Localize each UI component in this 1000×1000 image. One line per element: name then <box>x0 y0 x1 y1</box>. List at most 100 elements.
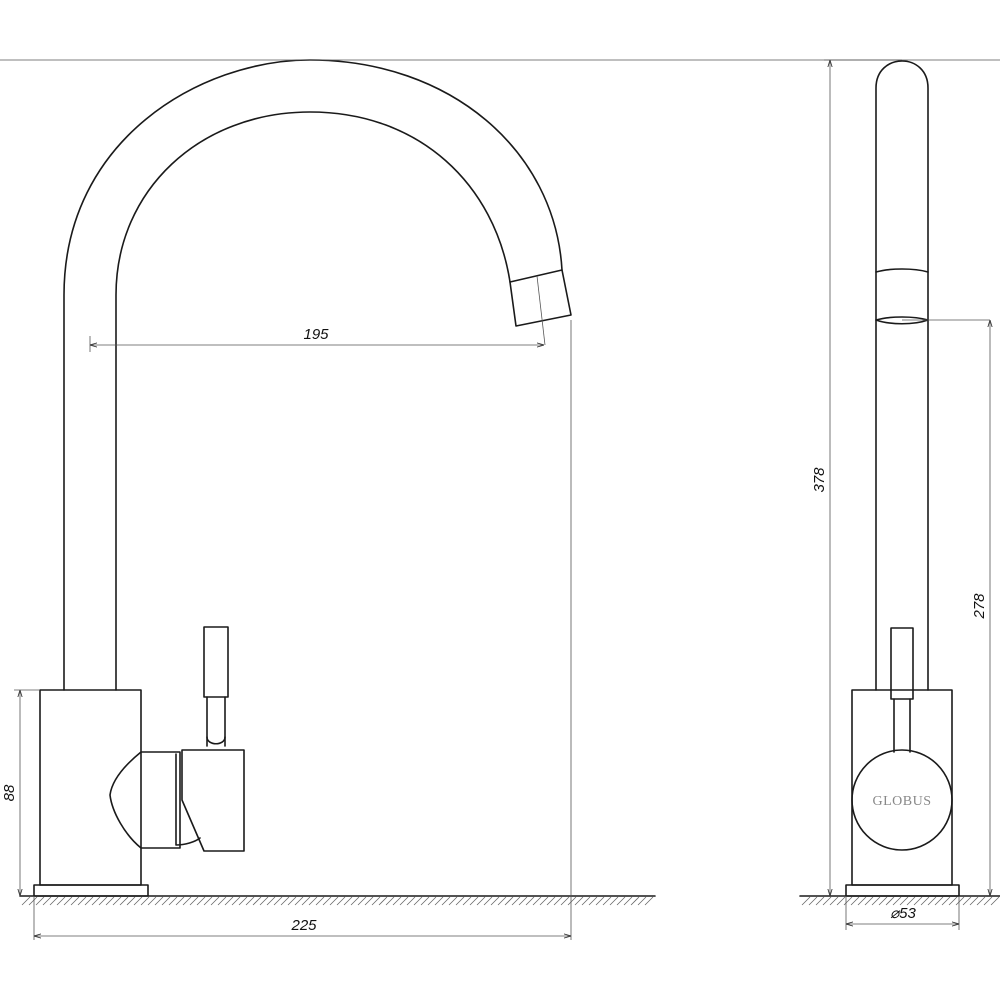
hatch-stroke <box>969 896 979 906</box>
hatch-stroke <box>49 896 59 906</box>
hatch-stroke <box>836 896 846 906</box>
hatch-stroke <box>301 896 311 906</box>
hatch-stroke <box>182 896 192 906</box>
hatch-stroke <box>322 896 332 906</box>
aerator-centerline <box>536 275 546 346</box>
base-plate-front <box>845 884 960 897</box>
hatch-stroke <box>294 896 304 906</box>
hatch-stroke <box>616 896 626 906</box>
base-plate-side <box>33 884 149 897</box>
hatch-stroke <box>574 896 584 906</box>
hatch-stroke <box>203 896 213 906</box>
hatch-stroke <box>245 896 255 906</box>
hatch-stroke <box>406 896 416 906</box>
front-view: GLOBUS 378 278 ⌀53 <box>0 59 1000 930</box>
hatch-stroke <box>822 896 832 906</box>
hatch-stroke <box>21 896 31 906</box>
hatch-stroke <box>469 896 479 906</box>
hatch-stroke <box>357 896 367 906</box>
hatch-stroke <box>413 896 423 906</box>
hatch-stroke <box>899 896 909 906</box>
hatch-stroke <box>343 896 353 906</box>
faucet-body-front <box>851 689 953 886</box>
lever-stem-cap <box>206 736 226 745</box>
hatch-stroke <box>864 896 874 906</box>
hatch-stroke <box>392 896 402 906</box>
hatch-stroke <box>315 896 325 906</box>
hatch-stroke <box>948 896 958 906</box>
hatch-stroke <box>955 896 965 906</box>
hatch-stroke <box>105 896 115 906</box>
ground-hatching-side <box>21 896 654 906</box>
hatch-stroke <box>70 896 80 906</box>
hatch-stroke <box>434 896 444 906</box>
hatch-stroke <box>119 896 129 906</box>
hatch-stroke <box>35 896 45 906</box>
hatch-stroke <box>920 896 930 906</box>
lever-grip-front <box>890 627 914 700</box>
side-view: 195 88 225 <box>1 59 656 940</box>
hatch-stroke <box>308 896 318 906</box>
hatch-stroke <box>476 896 486 906</box>
hatch-stroke <box>231 896 241 906</box>
hatch-stroke <box>196 896 206 906</box>
hatch-stroke <box>84 896 94 906</box>
hatch-stroke <box>637 896 647 906</box>
hatch-stroke <box>815 896 825 906</box>
hatch-stroke <box>497 896 507 906</box>
hatch-stroke <box>623 896 633 906</box>
total-height-dimension-label: 378 <box>811 467 828 493</box>
hatch-stroke <box>983 896 993 906</box>
hatch-stroke <box>252 896 262 906</box>
handle-block <box>181 749 245 852</box>
handle-disc <box>851 749 953 851</box>
hatch-stroke <box>259 896 269 906</box>
hatch-stroke <box>595 896 605 906</box>
hatch-stroke <box>399 896 409 906</box>
hatch-stroke <box>602 896 612 906</box>
hatch-stroke <box>913 896 923 906</box>
hatch-stroke <box>161 896 171 906</box>
hatch-stroke <box>962 896 972 906</box>
hatch-stroke <box>609 896 619 906</box>
hatch-stroke <box>441 896 451 906</box>
aerator-side <box>509 269 572 327</box>
clearance-dimension-label: 278 <box>971 593 988 620</box>
hatch-stroke <box>420 896 430 906</box>
ground-hatching-front <box>801 896 1000 906</box>
hatch-stroke <box>455 896 465 906</box>
handle-connector <box>109 751 181 849</box>
hatch-stroke <box>448 896 458 906</box>
hatch-stroke <box>385 896 395 906</box>
hatch-stroke <box>871 896 881 906</box>
hatch-stroke <box>210 896 220 906</box>
hatch-stroke <box>941 896 951 906</box>
diameter-dimension-label: ⌀53 <box>890 905 916 922</box>
hatch-stroke <box>42 896 52 906</box>
hatch-stroke <box>98 896 108 906</box>
hatch-stroke <box>808 896 818 906</box>
hatch-stroke <box>154 896 164 906</box>
hatch-stroke <box>112 896 122 906</box>
hatch-stroke <box>532 896 542 906</box>
hatch-stroke <box>539 896 549 906</box>
hatch-stroke <box>147 896 157 906</box>
hatch-stroke <box>91 896 101 906</box>
hatch-stroke <box>280 896 290 906</box>
spout-inner-contour <box>115 111 511 691</box>
spout-outer-contour <box>63 59 563 691</box>
hatch-stroke <box>490 896 500 906</box>
hatch-stroke <box>927 896 937 906</box>
hatch-stroke <box>224 896 234 906</box>
hatch-stroke <box>140 896 150 906</box>
hatch-stroke <box>546 896 556 906</box>
hatch-stroke <box>189 896 199 906</box>
brand-logo: GLOBUS <box>872 794 931 809</box>
hatch-stroke <box>906 896 916 906</box>
hatch-stroke <box>581 896 591 906</box>
hatch-stroke <box>175 896 185 906</box>
hatch-stroke <box>843 896 853 906</box>
hatch-stroke <box>829 896 839 906</box>
hatch-stroke <box>483 896 493 906</box>
hatch-stroke <box>857 896 867 906</box>
